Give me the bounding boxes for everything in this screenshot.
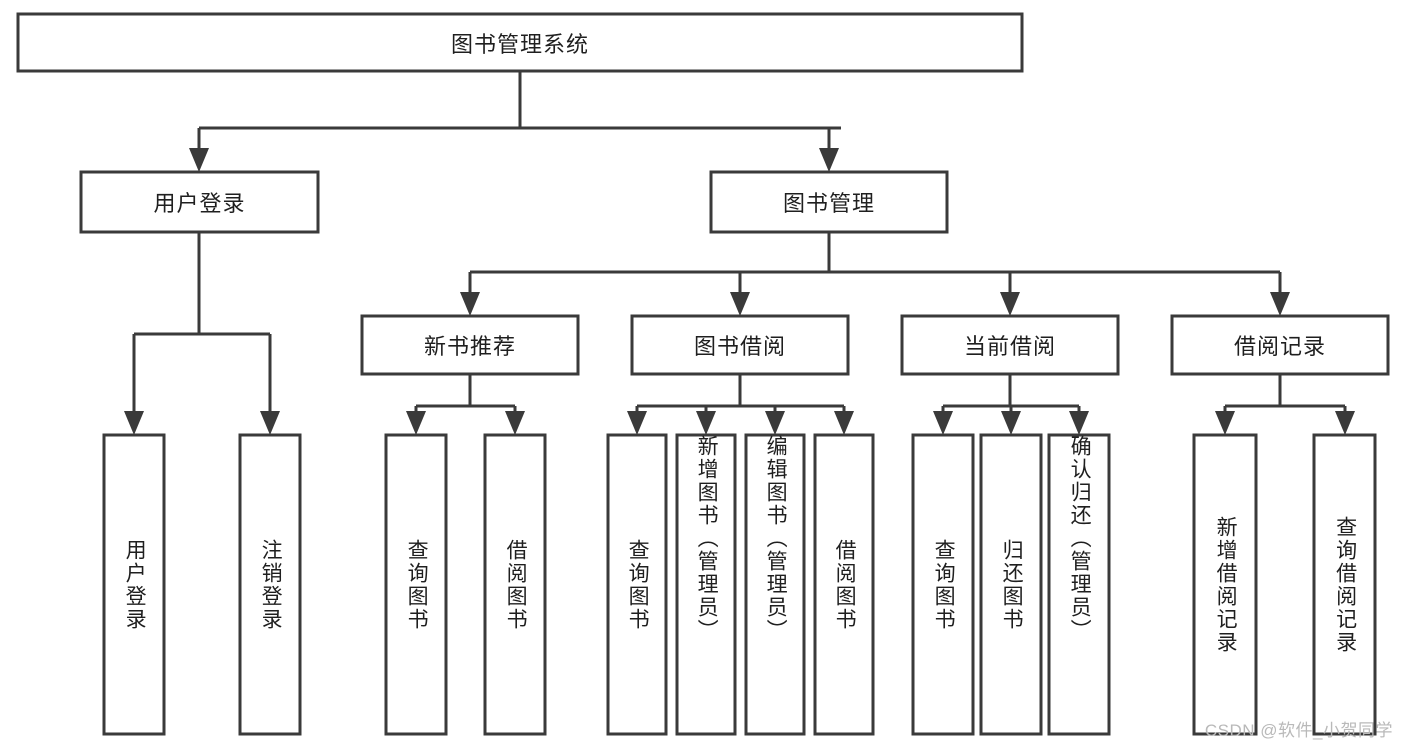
connector-recommend-to-leaves: [406, 374, 525, 435]
connector-borrow-to-leaves: [627, 374, 854, 435]
node-leaf-user-login[interactable]: [102, 433, 166, 736]
node-leaf-add-book-admin[interactable]: [675, 433, 737, 736]
node-book-borrow[interactable]: [630, 314, 850, 376]
node-leaf-query-borrow-record[interactable]: [1312, 433, 1377, 736]
node-current-borrow[interactable]: [900, 314, 1120, 376]
connector-root-to-level2: [189, 71, 841, 172]
node-leaf-query-book-cur[interactable]: [911, 433, 975, 736]
node-new-book-recommend[interactable]: [360, 314, 580, 376]
node-borrow-record[interactable]: [1170, 314, 1390, 376]
node-leaf-logout[interactable]: [238, 433, 302, 736]
connector-bookmanage-to-level3: [460, 232, 1290, 316]
node-leaf-confirm-return-admin[interactable]: [1047, 433, 1111, 736]
node-leaf-add-borrow-record[interactable]: [1192, 433, 1258, 736]
node-leaf-borrow-book-rec[interactable]: [483, 433, 547, 736]
node-leaf-query-book-borrow[interactable]: [606, 433, 668, 736]
connector-current-to-leaves: [933, 374, 1089, 435]
node-root[interactable]: [16, 12, 1024, 73]
node-leaf-return-book[interactable]: [979, 433, 1043, 736]
node-leaf-borrow-book[interactable]: [813, 433, 875, 736]
node-leaf-edit-book-admin[interactable]: [744, 433, 806, 736]
connector-record-to-leaves: [1215, 374, 1355, 435]
connector-userlogin-to-leaves: [124, 232, 280, 435]
node-user-login[interactable]: [79, 170, 320, 234]
node-leaf-query-book-rec[interactable]: [384, 433, 448, 736]
node-book-manage[interactable]: [709, 170, 949, 234]
